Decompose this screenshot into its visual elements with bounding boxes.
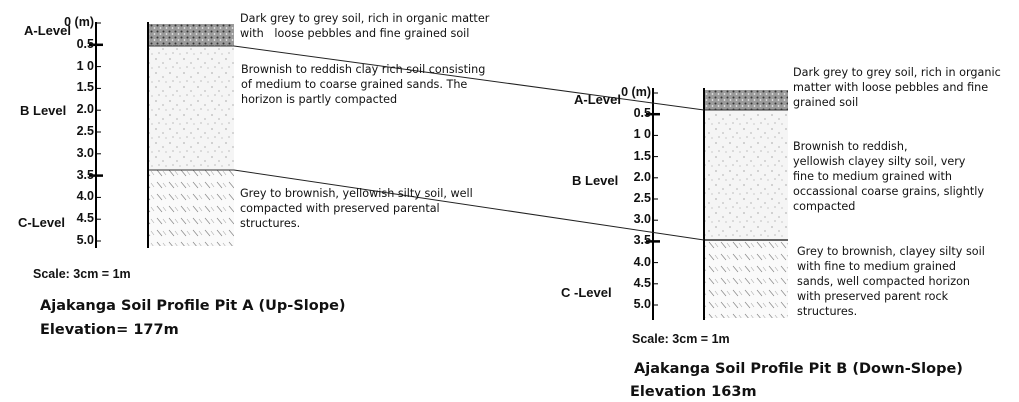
pit-b-depth-label: 1 0 [633,127,651,142]
depth-ticks [89,22,660,306]
pit-b-depth-label: 2.0 [633,169,651,184]
pit-b-level-b-label: B Level [572,173,619,188]
pit-b-depth-label: 4.5 [633,275,651,290]
pit-a-horizon-c [148,170,234,246]
pit-b-horizon-b [704,110,788,240]
pit-b-depth-label: 0.5 [633,106,651,121]
pit-a-horizon-c-description: Grey to brownish, yellowish silty soil, … [240,187,473,230]
pit-a-horizon-a [148,24,234,46]
pit-b-column [652,88,788,320]
pit-a-horizon-b-description: Brownish to reddish clay rich soil consi… [241,63,486,106]
pit-a-depth-label: 0 (m) [64,15,94,29]
correlation-line-b-c [233,169,705,241]
pit-a-depth-label: 1 0 [76,58,94,73]
pit-a-column [95,22,234,248]
pit-b-horizon-c-description: Grey to brownish, clayey silty soil with… [797,245,985,318]
pit-b-depth-label: 2.5 [633,191,651,205]
pit-b-depth-label: 4.0 [633,254,651,269]
pit-a-horizon-a-description: Dark grey to grey soil, rich in organic … [240,12,490,40]
pit-a-elevation: Elevation= 177m [40,322,179,338]
pit-b-elevation: Elevation 163m [630,384,757,400]
pit-a-depth-label: 5.0 [76,233,94,247]
pit-b-depth-label: 0 (m) [621,85,651,99]
pit-b-level-a-label: A-Level [574,92,621,107]
pit-a-depth-label: 3.5 [76,167,94,182]
pit-a-depth-label: 1.5 [76,80,94,95]
pit-a-level-b-label: B Level [20,103,67,118]
pit-b-level-c-label: C -Level [561,285,612,300]
pit-a-depth-label: 2.5 [76,124,94,138]
pit-b-title: Ajakanga Soil Profile Pit B (Down-Slope) [634,361,963,377]
pit-a-scale: Scale: 3cm = 1m [33,267,131,281]
pit-a-title: Ajakanga Soil Profile Pit A (Up-Slope) [40,298,346,314]
pit-a-depth-label: 3.0 [76,145,94,160]
pit-a-level-c-label: C-Level [18,215,65,230]
pit-a-horizon-b [148,46,234,170]
pit-b-scale: Scale: 3cm = 1m [632,332,730,346]
pit-b-horizon-c [704,240,788,318]
pit-b-horizon-a-description: Dark grey to grey soil, rich in organic … [793,66,1001,109]
pit-a-depth-label: 2.0 [76,102,94,117]
pit-b-depth-label: 1.5 [633,148,651,163]
pit-a-depth-label: 0.5 [76,36,94,51]
pit-b-depth-label: 5.0 [633,297,651,311]
pit-b-horizon-a [704,90,788,110]
correlation-line-a-b [233,45,705,111]
pit-b-depth-label: 3.0 [633,212,651,227]
pit-a-level-a-label: A-Level [24,23,71,38]
pit-a-depth-label: 4.0 [76,189,94,204]
pit-b-depth-label: 3.5 [633,233,651,248]
pit-b-horizon-b-description: Brownish to reddish, yellowish clayey si… [793,140,984,213]
pit-a-depth-label: 4.5 [76,211,94,226]
